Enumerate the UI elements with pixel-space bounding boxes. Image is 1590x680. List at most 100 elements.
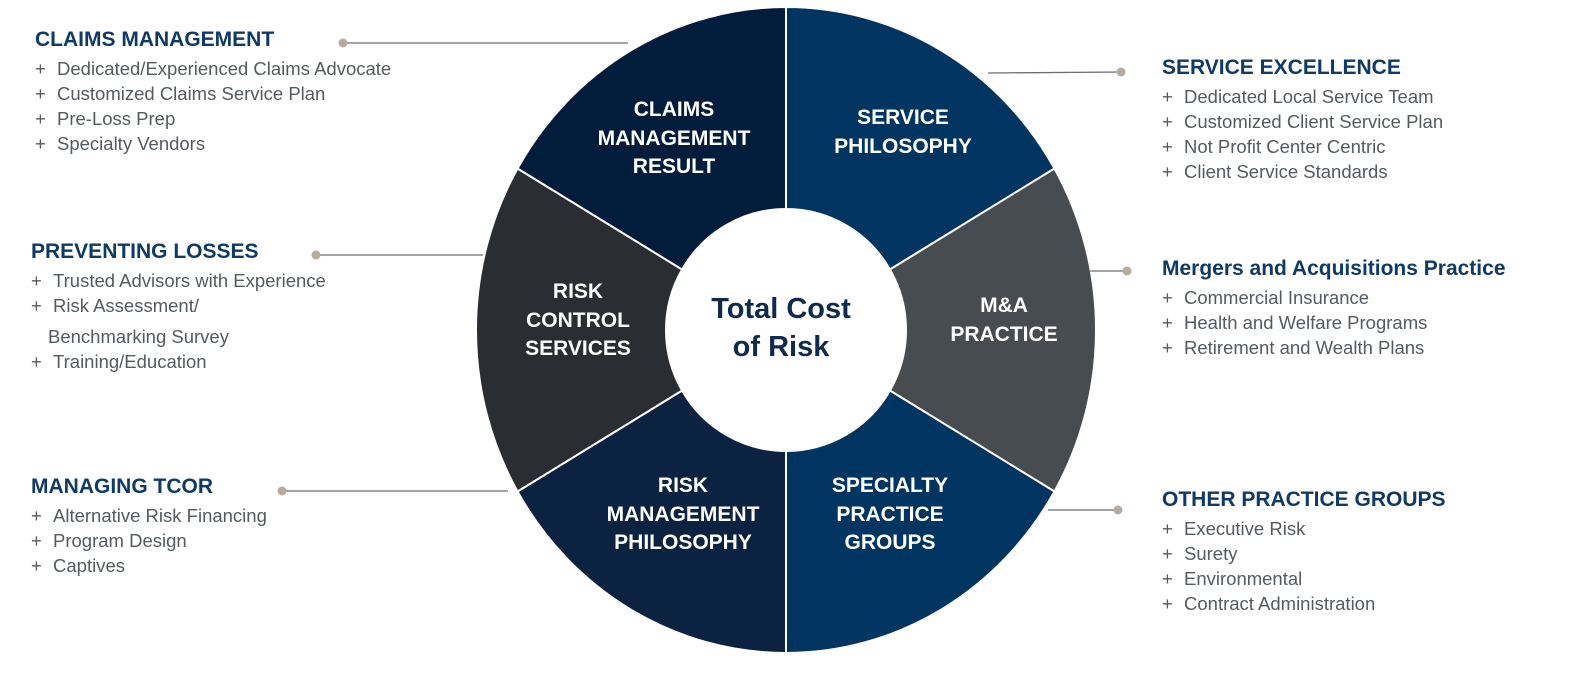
list-item-text: Training/Education	[53, 351, 207, 372]
block-title: OTHER PRACTICE GROUPS	[1162, 488, 1446, 511]
list-item-text: Trusted Advisors with Experience	[53, 270, 326, 291]
plus-icon: +	[1162, 518, 1173, 539]
list-item-text: Retirement and Wealth Plans	[1184, 337, 1425, 358]
list-item: + Customized Claims Service Plan	[35, 81, 391, 106]
list-item: + Not Profit Center Centric	[1162, 134, 1443, 159]
block-title: PREVENTING LOSSES	[31, 240, 259, 263]
block-other-practice-groups: OTHER PRACTICE GROUPS + Executive Risk + Sur…	[1162, 488, 1446, 616]
block-list: + Dedicated Local Service Team + Customized…	[1162, 84, 1443, 184]
block-title: SERVICE EXCELLENCE	[1162, 56, 1401, 79]
list-item-text: Customized Claims Service Plan	[57, 83, 326, 104]
segment-label-specialty-practice-groups: SPECIALTY PRACTICE GROUPS	[832, 472, 948, 558]
center-title-line: Total Cost	[711, 293, 851, 325]
list-item-text: Dedicated/Experienced Claims Advocate	[57, 58, 392, 79]
block-claims-management: CLAIMS MANAGEMENT + Dedicated/Experienced …	[35, 28, 391, 156]
list-item-text: Captives	[53, 555, 125, 576]
segment-label-line: SPECIALTY	[831, 474, 949, 497]
segment-label-line: SERVICES	[525, 337, 631, 360]
segment-label-line: CONTROL	[526, 308, 630, 332]
list-item: + Dedicated/Experienced Claims Advocate	[35, 56, 391, 81]
plus-icon: +	[31, 530, 42, 551]
list-item: + Surety	[1162, 541, 1446, 566]
list-item-text: Client Service Standards	[1184, 161, 1388, 182]
list-item: + Commercial Insurance	[1162, 285, 1506, 310]
list-item: + Customized Client Service Plan	[1162, 109, 1443, 134]
list-item: + Program Design	[31, 528, 267, 553]
segment-label-line: SERVICE	[857, 106, 949, 129]
segment-label-service-philosophy: SERVICE PHILOSOPHY	[834, 104, 972, 161]
list-item-text: Environmental	[1184, 568, 1303, 589]
segment-label-line: RISK	[657, 474, 709, 497]
block-title: CLAIMS MANAGEMENT	[35, 28, 275, 51]
plus-icon: +	[31, 295, 42, 316]
list-item: + Health and Welfare Programs	[1162, 310, 1506, 335]
segment-label-risk-management-philosophy: RISK MANAGEMENT PHILOSOPHY	[607, 472, 760, 558]
segment-label-line: PRACTICE	[950, 322, 1058, 346]
list-item: +Environmental	[1162, 566, 1446, 591]
plus-icon: +	[1162, 161, 1173, 182]
list-item-text: Benchmarking Survey	[48, 326, 229, 347]
list-item: + Client Service Standards	[1162, 159, 1443, 184]
list-item-text: Program Design	[53, 530, 187, 551]
plus-icon: +	[31, 351, 42, 372]
plus-icon: +	[1162, 543, 1173, 564]
list-item: + Trusted Advisors with Experience	[31, 268, 326, 293]
list-item: + Dedicated Local Service Team	[1162, 84, 1443, 109]
connector-dot	[311, 250, 321, 260]
list-item-text: Specialty Vendors	[57, 133, 206, 154]
segment-label-line: CLAIMS	[633, 98, 715, 121]
plus-icon: +	[1162, 136, 1173, 157]
plus-icon: +	[31, 270, 42, 291]
list-item: +Alternative Risk Financing	[31, 503, 267, 528]
connector-dot	[277, 486, 287, 496]
list-item-text: Not Profit Center Centric	[1184, 136, 1386, 157]
plus-icon: +	[31, 505, 42, 526]
plus-icon: +	[1162, 86, 1173, 107]
list-item: +Contract Administration	[1162, 591, 1446, 616]
segment-label-line: M&A	[980, 294, 1028, 317]
block-service-excellence: SERVICE EXCELLENCE + Dedicated Local Servi…	[1162, 56, 1443, 184]
segment-label-line: PRACTICE	[836, 502, 944, 526]
block-list: + Executive Risk + Surety+Environmental+Con…	[1162, 516, 1446, 616]
list-item: +Specialty Vendors	[35, 131, 391, 156]
list-item: +Pre-Loss Prep	[35, 106, 391, 131]
list-item: + Risk Assessment/	[31, 293, 326, 318]
connector-dot	[1116, 67, 1126, 77]
block-list: + Dedicated/Experienced Claims Advocate + C…	[35, 56, 391, 156]
plus-icon: +	[35, 58, 46, 79]
list-item-text: Executive Risk	[1184, 518, 1306, 539]
plus-icon: +	[35, 83, 46, 104]
segment-label-line: PHILOSOPHY	[614, 531, 752, 554]
plus-icon: +	[1162, 287, 1173, 308]
plus-icon: +	[1162, 312, 1173, 333]
block-list: + Commercial Insurance + Health and Welfare…	[1162, 285, 1506, 360]
list-item-text: Commercial Insurance	[1184, 287, 1370, 308]
segment-label-line: RESULT	[632, 155, 716, 178]
plus-icon: +	[1162, 337, 1173, 358]
center-title: Total Cost of Risk	[711, 290, 851, 366]
block-managing-tcor: MANAGING TCOR+Alternative Risk Financing…	[31, 475, 267, 578]
block-list: + Trusted Advisors with Experience + Risk A…	[31, 268, 326, 374]
block-ma-practice: Mergers and Acquisitions Practice + Commer…	[1162, 257, 1506, 360]
list-item: Benchmarking Survey	[31, 324, 326, 349]
segment-label-line: GROUPS	[844, 531, 936, 554]
connector-dot	[1122, 266, 1132, 276]
block-preventing-losses: PREVENTING LOSSES + Trusted Advisors with …	[31, 240, 326, 374]
center-circle	[666, 209, 906, 451]
center-title-line: of Risk	[732, 331, 830, 363]
block-title: Mergers and Acquisitions Practice	[1162, 257, 1506, 280]
list-item-text: Surety	[1184, 543, 1238, 564]
list-item: + Retirement and Wealth Plans	[1162, 335, 1506, 360]
list-item-text: Customized Client Service Plan	[1184, 111, 1444, 132]
segment-label-line: MANAGEMENT	[606, 502, 760, 526]
plus-icon: +	[1162, 111, 1173, 132]
list-item: +Captives	[31, 553, 267, 578]
segment-label-line: PHILOSOPHY	[834, 134, 972, 158]
list-item-text: Dedicated Local Service Team	[1184, 86, 1434, 107]
list-item-text: Health and Welfare Programs	[1184, 312, 1428, 333]
list-item: + Training/Education	[31, 349, 326, 374]
list-item-text: Risk Assessment/	[53, 295, 199, 316]
